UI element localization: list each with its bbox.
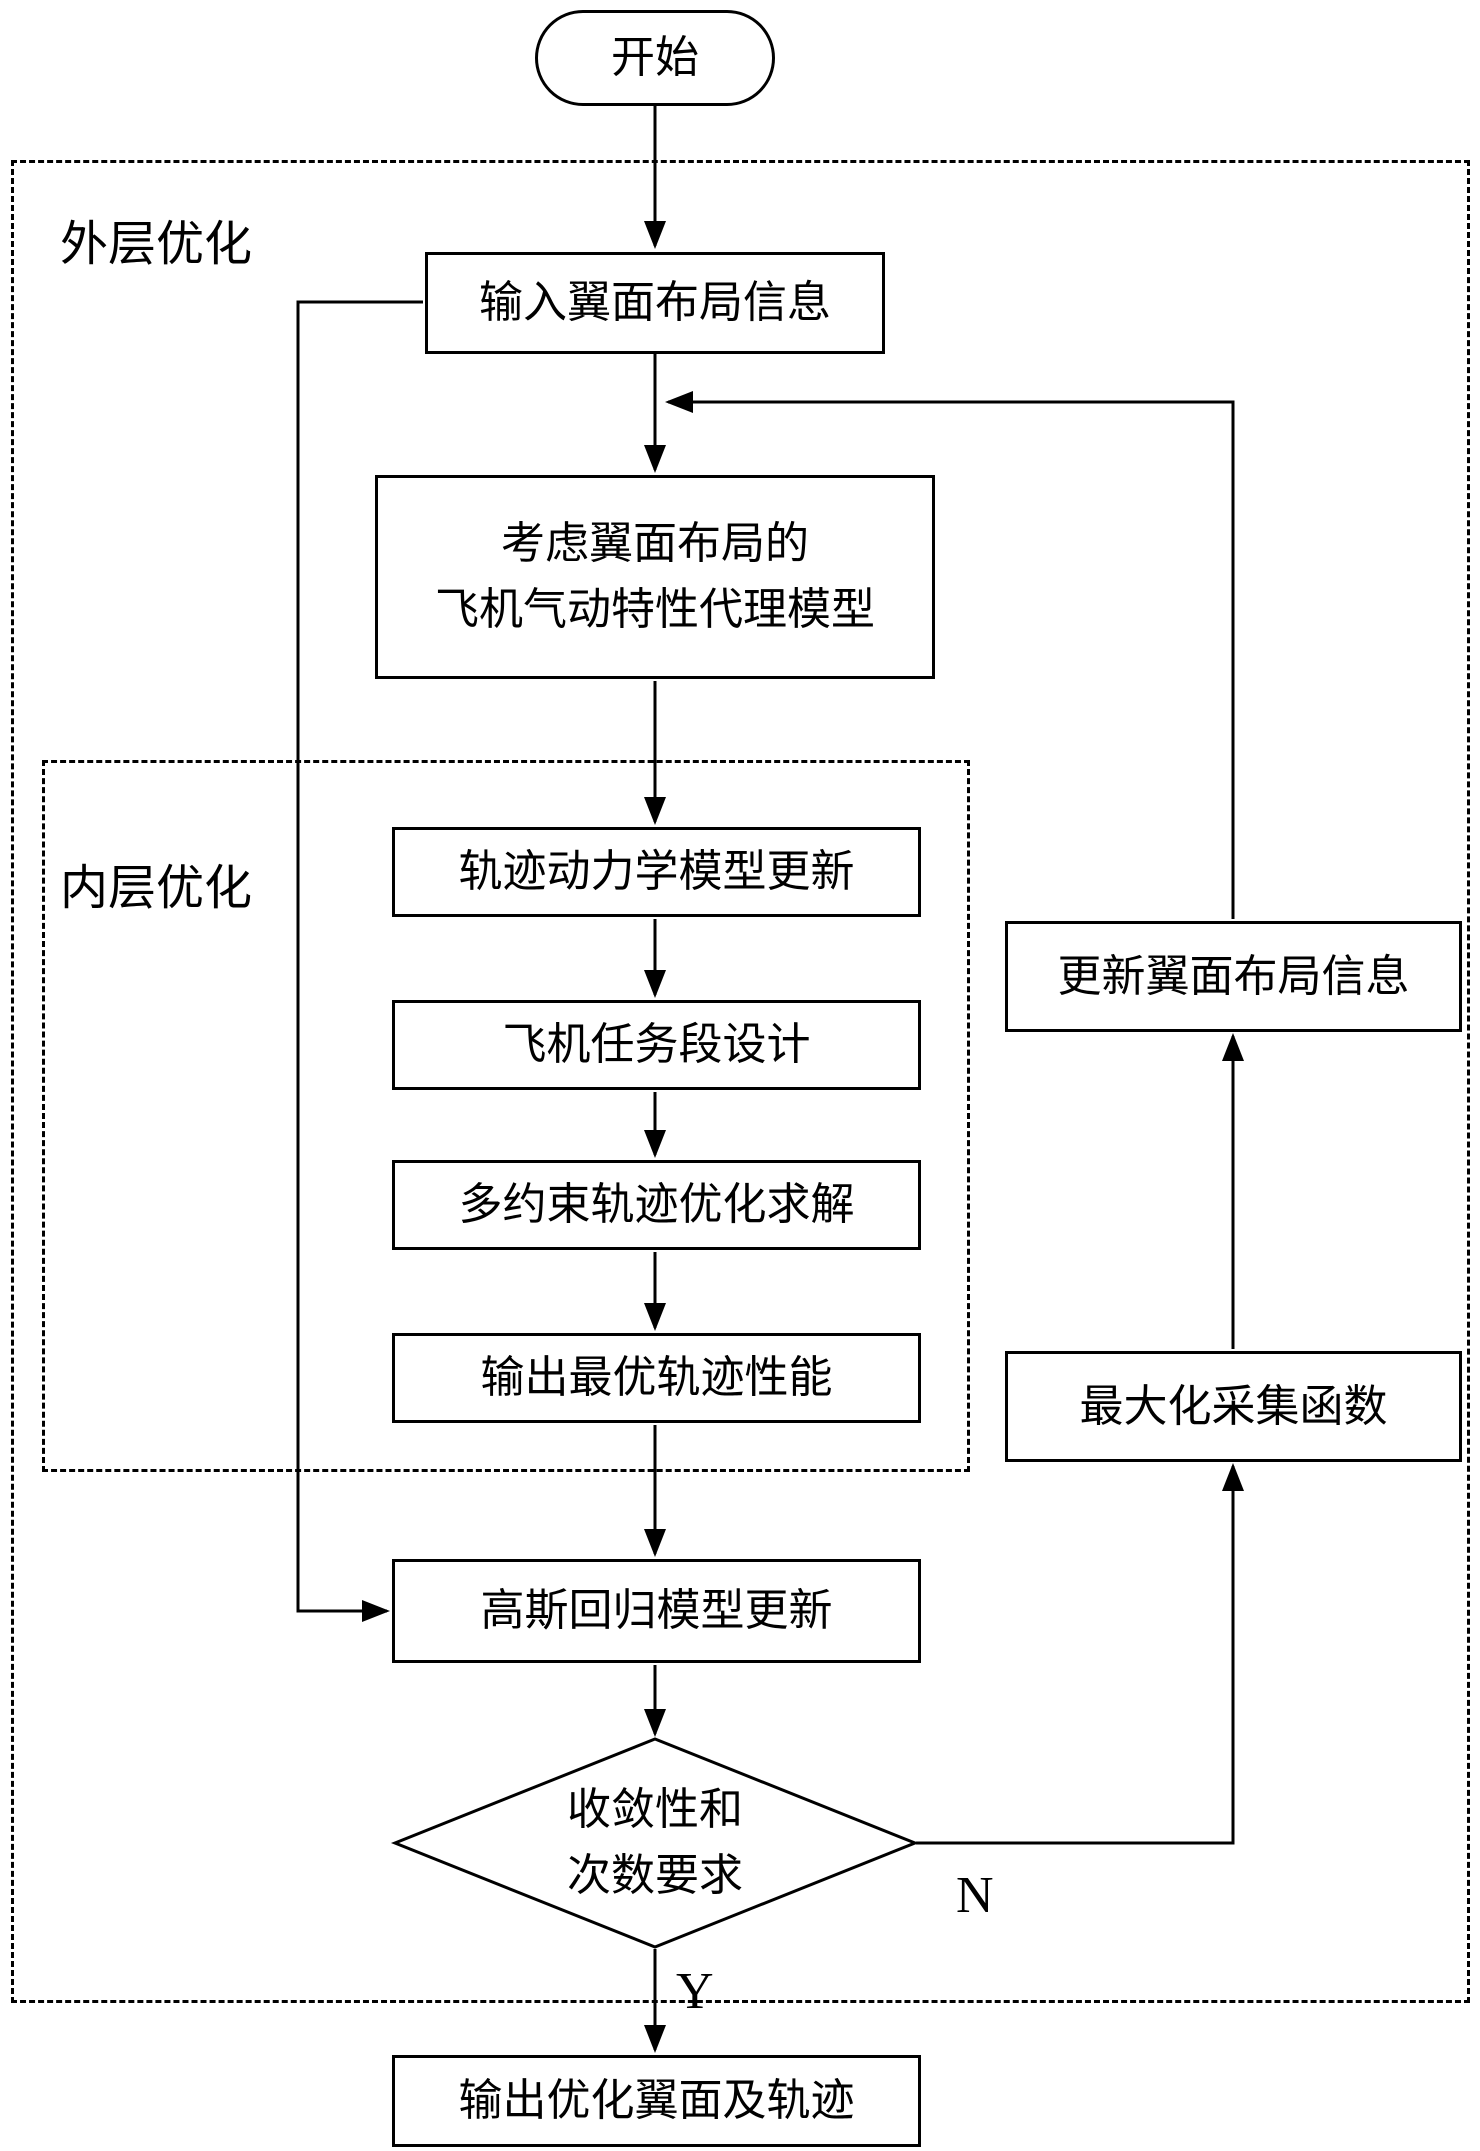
outer-loop-boundary bbox=[11, 160, 1470, 2003]
node-input-layout: 输入翼面布局信息 bbox=[425, 252, 885, 354]
node-surrogate-model: 考虑翼面布局的 飞机气动特性代理模型 bbox=[375, 475, 935, 679]
arrow-input-to-gaussian-feed bbox=[296, 300, 423, 1622]
node-final-output: 输出优化翼面及轨迹 bbox=[392, 2055, 921, 2147]
node-convergence-check: 收敛性和 次数要求 bbox=[567, 1785, 743, 1900]
node-mission-design: 飞机任务段设计 bbox=[392, 1000, 921, 1090]
node-gaussian-update: 高斯回归模型更新 bbox=[392, 1559, 921, 1663]
node-optimal-output: 输出最优轨迹性能 bbox=[392, 1333, 921, 1423]
node-update-layout: 更新翼面布局信息 bbox=[1005, 921, 1462, 1032]
branch-no-label: N bbox=[956, 1867, 994, 1924]
node-maximize-acquisition: 最大化采集函数 bbox=[1005, 1351, 1462, 1462]
outer-loop-label: 外层优化 bbox=[60, 218, 253, 271]
node-multi-constraint: 多约束轨迹优化求解 bbox=[392, 1160, 921, 1250]
node-start: 开始 bbox=[535, 10, 775, 106]
branch-yes-label: Y bbox=[676, 1963, 714, 2020]
inner-loop-label: 内层优化 bbox=[60, 862, 253, 915]
decision-diamond-shape bbox=[390, 1737, 920, 1949]
node-trajectory-dynamics: 轨迹动力学模型更新 bbox=[392, 827, 921, 917]
inner-loop-boundary bbox=[42, 760, 970, 1472]
arrow-decision-no-to-acquisition bbox=[916, 1463, 1244, 1845]
arrow-update-to-surrogate-feedback bbox=[665, 391, 1235, 919]
